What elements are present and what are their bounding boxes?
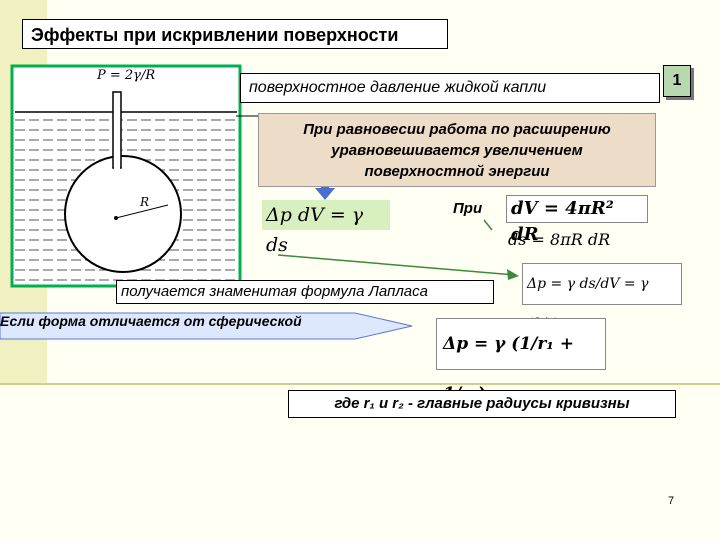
divider-line	[0, 383, 720, 385]
page-number: 7	[668, 495, 675, 507]
pri-label: При	[453, 200, 483, 217]
radius-label: R	[140, 195, 150, 209]
formula-deriv: Δp = γ ds/dV = γ (2/r)	[522, 263, 682, 332]
equilibrium-line-3: поверхностной энергии	[364, 163, 550, 180]
slide-title: Эффекты при искривлении поверхности	[22, 19, 448, 49]
nonspherical-note: Если форма отличается от сферической	[0, 313, 302, 329]
callout-shape	[0, 312, 413, 340]
label-surface-pressure: поверхностное давление жидкой капли	[240, 73, 660, 103]
equilibrium-line-1: При равновесии работа по расширению	[303, 121, 611, 138]
equilibrium-box: При равновесии работа по расширению урав…	[258, 113, 656, 187]
link-arrow	[277, 254, 516, 276]
slide-badge: 1	[663, 65, 691, 97]
formula-dv: dV = 4πR² dR	[506, 195, 648, 245]
pressure-label: P = 2γ/R	[97, 68, 156, 83]
bubble	[64, 155, 182, 273]
formula-ds: ds = 8πR dR	[508, 230, 611, 249]
equilibrium-line-2: уравновешивается увеличением	[331, 142, 583, 159]
tube	[112, 91, 122, 169]
radii-note: где r₁ и r₂ - главные радиусы кривизны	[288, 390, 676, 418]
formula-work: Δp dV = γ ds	[262, 200, 390, 256]
liquid-hatch	[15, 119, 237, 281]
formula-laplace: Δp = γ (1/r₁ + 1/r₂)	[436, 318, 606, 404]
laplace-label: получается знаменитая формула Лапласа	[116, 280, 494, 304]
